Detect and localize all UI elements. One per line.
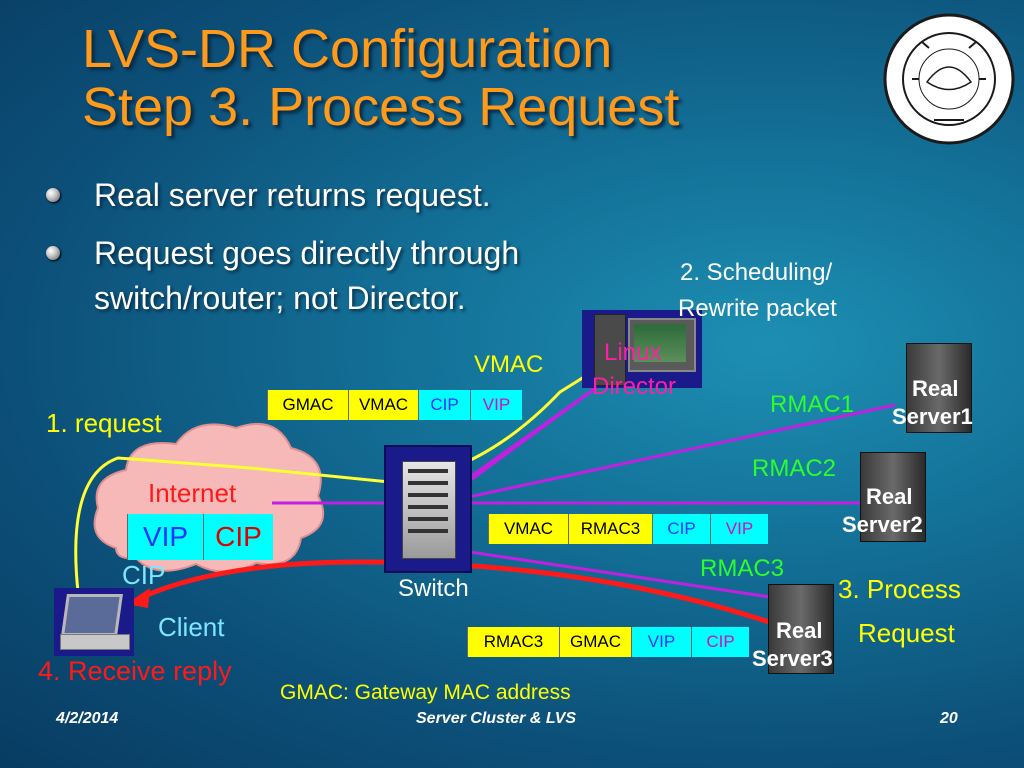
switch-label: Switch <box>398 575 469 602</box>
bullet-dot-icon <box>46 246 60 260</box>
bullet-1: Real server returns request. <box>94 177 491 213</box>
packet-field: RMAC3 <box>568 514 652 544</box>
packet-field: VIP <box>631 627 691 657</box>
client-label: Client <box>158 612 225 642</box>
university-seal-icon <box>883 13 1015 145</box>
linux-director-icon <box>582 310 702 388</box>
packet-field: CIP <box>652 514 710 544</box>
packet-field: GMAC <box>267 390 348 420</box>
real-server1-icon <box>906 343 972 433</box>
server2-real-label: Real <box>866 484 913 509</box>
server1-link-line <box>454 403 896 502</box>
real-server3-icon <box>768 584 834 674</box>
packet-field: RMAC3 <box>467 627 559 657</box>
gmac-note: GMAC: Gateway MAC address <box>280 681 571 704</box>
packet-field: CIP <box>691 627 749 657</box>
process-label-1: 3. Process <box>838 574 961 604</box>
scheduling-label-1: 2. Scheduling/ <box>680 259 833 286</box>
vmac-label: VMAC <box>474 351 544 378</box>
director-label: Director <box>592 373 677 400</box>
packet-field: VMAC <box>348 390 418 420</box>
bullet-dot-icon <box>46 188 60 202</box>
packet-field: GMAC <box>559 627 631 657</box>
footer-center: Server Cluster & LVS <box>416 710 577 727</box>
packet-reply: RMAC3 GMAC VIP CIP <box>467 627 749 657</box>
rmac3-label: RMAC3 <box>700 555 785 582</box>
packet-field: CIP <box>418 390 470 420</box>
scheduling-label-2: Rewrite packet <box>678 295 837 322</box>
packet-field: VIP <box>710 514 768 544</box>
slide-title: LVS-DR Configuration Step 3. Process Req… <box>82 19 680 137</box>
packet-field: VIP <box>470 390 522 420</box>
packet-field: VMAC <box>488 514 568 544</box>
internet-label: Internet <box>148 478 237 508</box>
rmac2-label: RMAC2 <box>752 455 837 482</box>
bullet-2: Request goes directly through <box>94 235 520 271</box>
bullet-2-continuation: switch/router; not Director. <box>94 280 466 316</box>
footer-page-number: 20 <box>940 710 958 727</box>
packet-request: GMAC VMAC CIP VIP <box>267 390 522 420</box>
server1-label: Server1 <box>892 404 973 429</box>
server3-real-label: Real <box>776 618 823 643</box>
process-label-2: Request <box>858 618 955 648</box>
real-server2-icon <box>860 452 926 542</box>
client-laptop-icon <box>54 588 134 656</box>
server2-label: Server2 <box>842 512 923 537</box>
linux-label: Linux <box>604 339 662 366</box>
rmac1-label: RMAC1 <box>770 391 855 418</box>
packet-forwarded: VMAC RMAC3 CIP VIP <box>488 514 768 544</box>
footer-date: 4/2/2014 <box>56 710 119 727</box>
receive-reply-label: 4. Receive reply <box>38 656 232 686</box>
client-cip-label: CIP <box>122 560 166 590</box>
server1-real-label: Real <box>912 376 959 401</box>
packet-internet: VIP CIP <box>127 514 273 560</box>
server3-label: Server3 <box>752 646 833 671</box>
packet-field: VIP <box>127 514 203 560</box>
packet-field: CIP <box>203 514 273 560</box>
switch-icon <box>384 445 472 573</box>
request-label: 1. request <box>46 408 162 438</box>
